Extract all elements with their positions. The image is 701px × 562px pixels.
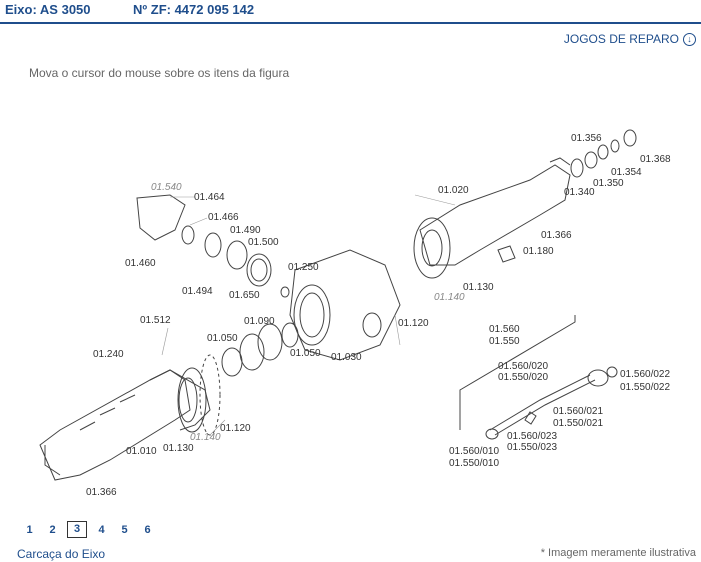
- label-01550[interactable]: 01.550: [489, 336, 520, 347]
- label-01120-right[interactable]: 01.120: [398, 318, 429, 329]
- page-link-2[interactable]: 2: [49, 523, 56, 536]
- center-left-bearing-set[interactable]: [199, 322, 299, 436]
- label-01560-021[interactable]: 01.560/021: [553, 406, 603, 417]
- section-title: Carcaça do Eixo: [17, 547, 106, 561]
- label-01030[interactable]: 01.030: [331, 352, 362, 363]
- label-01140-top[interactable]: 01.140: [434, 292, 465, 303]
- label-01650[interactable]: 01.650: [229, 290, 260, 301]
- repair-kits-link[interactable]: JOGOS DE REPARO ↓: [564, 32, 696, 46]
- label-01356[interactable]: 01.356: [571, 133, 602, 144]
- label-01180[interactable]: 01.180: [523, 246, 554, 257]
- label-01354[interactable]: 01.354: [611, 167, 642, 178]
- label-01550-020[interactable]: 01.550/020: [498, 372, 548, 383]
- label-01560[interactable]: 01.560: [489, 324, 520, 335]
- label-01550-010[interactable]: 01.550/010: [449, 458, 499, 469]
- label-01250[interactable]: 01.250: [288, 262, 319, 273]
- label-01560-023[interactable]: 01.560/023: [507, 431, 557, 442]
- illustrative-note: * Imagem meramente ilustrativa: [540, 547, 696, 559]
- label-01130-top[interactable]: 01.130: [463, 282, 494, 293]
- label-01366-bottom[interactable]: 01.366: [86, 487, 117, 498]
- upper-left-bearing-set[interactable]: [136, 194, 290, 298]
- label-01350[interactable]: 01.350: [593, 178, 624, 189]
- label-01550-021[interactable]: 01.550/021: [553, 418, 603, 429]
- tie-rod-assembly[interactable]: [459, 315, 618, 440]
- label-01140-bottom[interactable]: 01.140: [190, 432, 221, 443]
- label-01366-top[interactable]: 01.366: [541, 230, 572, 241]
- label-01090[interactable]: 01.090: [244, 316, 275, 327]
- label-01130-bottom[interactable]: 01.130: [163, 443, 194, 454]
- upper-right-bearing-set[interactable]: [497, 129, 637, 263]
- label-01050-left[interactable]: 01.050: [207, 333, 238, 344]
- zf-number: Nº ZF: 4472 095 142: [133, 2, 255, 17]
- header-divider: [0, 22, 701, 24]
- label-01460[interactable]: 01.460: [125, 258, 156, 269]
- page-link-3-current[interactable]: 3: [67, 521, 87, 538]
- left-axle-housing[interactable]: [39, 367, 211, 481]
- repair-kits-label: JOGOS DE REPARO: [563, 32, 679, 46]
- page-link-1[interactable]: 1: [26, 523, 33, 536]
- label-01368[interactable]: 01.368: [640, 154, 671, 165]
- page-link-6[interactable]: 6: [144, 523, 151, 536]
- exploded-axle-diagram: 01.540 01.464 01.466 01.490 01.500 01.46…: [39, 129, 671, 498]
- label-01500[interactable]: 01.500: [248, 237, 279, 248]
- label-01340[interactable]: 01.340: [564, 187, 595, 198]
- label-01240[interactable]: 01.240: [93, 349, 124, 360]
- circle-down-arrow-icon: ↓: [683, 32, 696, 46]
- page-link-5[interactable]: 5: [121, 523, 128, 536]
- label-01010[interactable]: 01.010: [126, 446, 157, 457]
- instruction-text: Mova o cursor do mouse sobre os itens da…: [29, 66, 290, 80]
- page-header: Eixo: AS 3050 Nº ZF: 4472 095 142: [0, 0, 701, 22]
- label-01512[interactable]: 01.512: [140, 315, 171, 326]
- label-01550-023[interactable]: 01.550/023: [507, 442, 557, 453]
- label-01560-022[interactable]: 01.560/022: [620, 369, 670, 380]
- label-01560-010[interactable]: 01.560/010: [449, 446, 499, 457]
- label-01120-bottom[interactable]: 01.120: [220, 423, 251, 434]
- label-01466[interactable]: 01.466: [208, 212, 239, 223]
- page-link-4[interactable]: 4: [98, 523, 105, 536]
- right-axle-housing[interactable]: [413, 157, 571, 279]
- label-01020[interactable]: 01.020: [438, 185, 469, 196]
- pagination: 1 2 3 4 5 6: [18, 521, 159, 538]
- label-01490[interactable]: 01.490: [230, 225, 261, 236]
- label-01464[interactable]: 01.464: [194, 192, 225, 203]
- label-01050-right[interactable]: 01.050: [290, 348, 321, 359]
- differential-housing[interactable]: [289, 249, 401, 361]
- axle-title: Eixo: AS 3050: [5, 2, 91, 17]
- label-01494[interactable]: 01.494: [182, 286, 213, 297]
- label-01550-022[interactable]: 01.550/022: [620, 382, 670, 393]
- label-01540[interactable]: 01.540: [151, 182, 182, 193]
- label-01560-020[interactable]: 01.560/020: [498, 361, 548, 372]
